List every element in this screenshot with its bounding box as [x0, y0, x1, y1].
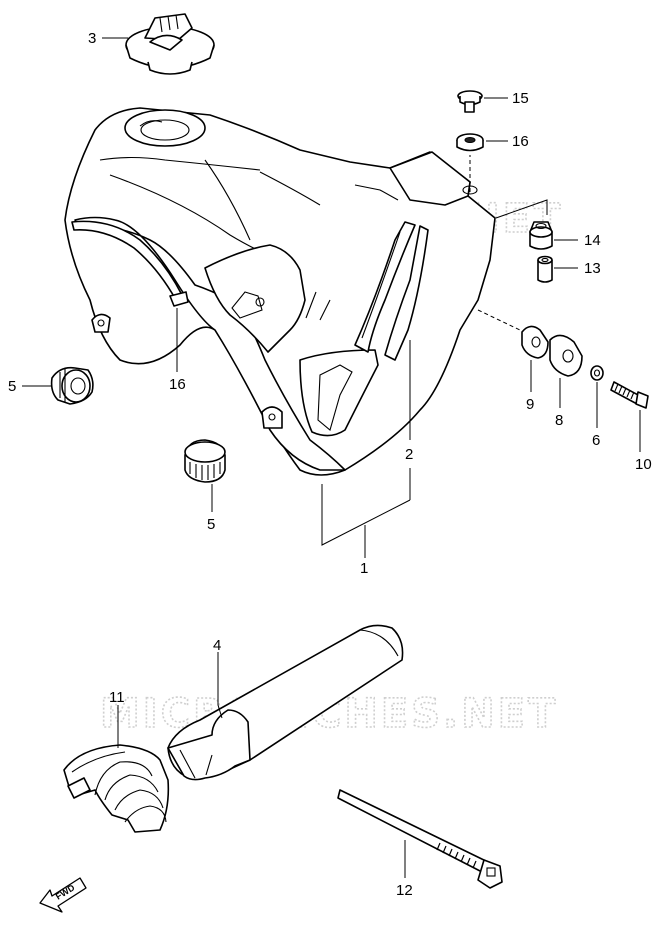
callout-1: 1 [360, 560, 368, 577]
callout-16: 16 [169, 376, 186, 393]
sleeve-part-4[interactable] [167, 624, 404, 781]
callout-5-lower: 5 [207, 516, 215, 533]
callout-4: 4 [213, 637, 221, 654]
callout-14: 13 [584, 260, 601, 277]
grommet-part-13[interactable] [456, 133, 484, 152]
callout-9: 10 [635, 456, 652, 473]
cushion-part-8[interactable] [521, 325, 549, 359]
leader-lines [22, 37, 641, 878]
washer-part-6[interactable] [590, 365, 604, 381]
cable-tie-part-11[interactable] [337, 789, 503, 889]
grommet-part-5-right[interactable] [184, 439, 226, 483]
protector-part-10[interactable] [63, 744, 170, 833]
callout-6: 6 [592, 432, 600, 449]
bolt-part-9[interactable] [610, 381, 649, 409]
callout-11: 12 [396, 882, 413, 899]
callout-13: 16 [512, 133, 529, 150]
callout-10: 11 [109, 689, 125, 706]
callout-12: 15 [512, 90, 529, 107]
fwd-arrow-icon: FWD [39, 877, 87, 913]
callout-5-left: 5 [8, 378, 16, 395]
bolt-part-12[interactable] [457, 90, 483, 113]
collar-part-14[interactable] [537, 255, 553, 283]
cushion-part-7[interactable] [549, 334, 583, 377]
callout-15: 14 [584, 232, 601, 249]
fuel-tank-part-1[interactable] [64, 107, 496, 476]
cushion-part-15[interactable] [529, 221, 553, 250]
callout-2: 2 [405, 446, 413, 463]
callout-8: 9 [526, 396, 534, 413]
fuel-cap-part-3[interactable] [125, 13, 215, 75]
callout-7: 8 [555, 412, 563, 429]
callout-labels: 3 15 16 14 13 16 5 9 8 6 10 2 1 5 4 11 1… [8, 30, 652, 899]
trim-strip-part-16[interactable] [71, 220, 189, 307]
callout-3: 3 [88, 30, 96, 47]
grommet-part-5-left[interactable] [50, 366, 94, 405]
